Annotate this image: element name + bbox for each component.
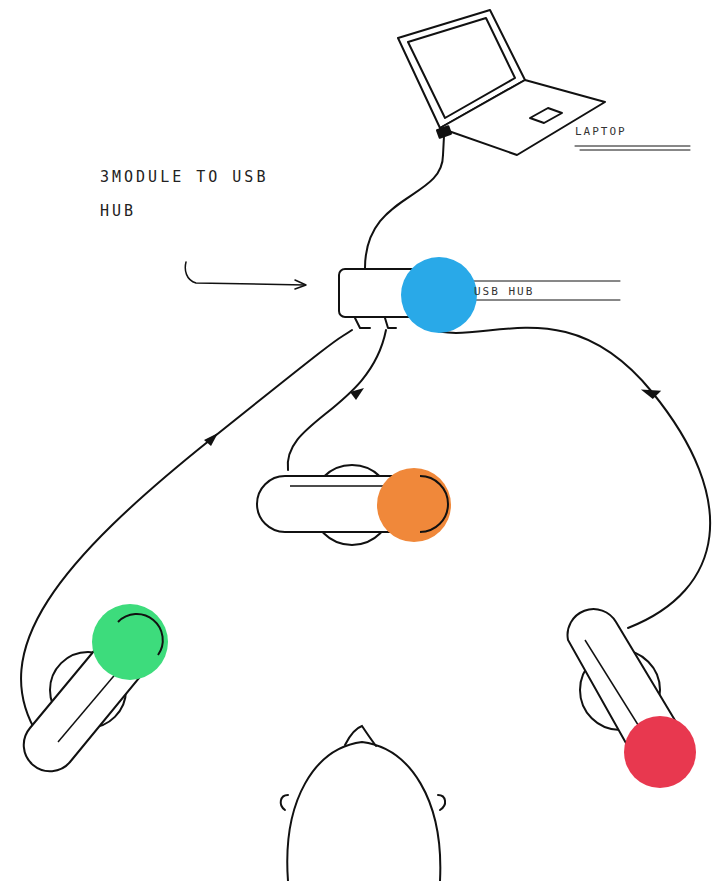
module-marker <box>624 716 696 788</box>
hub-marker <box>340 270 466 316</box>
usb-cable <box>365 155 443 268</box>
node-label: LAPTOP <box>575 125 690 139</box>
leader-line <box>185 262 305 285</box>
leader-arrowhead <box>295 280 306 289</box>
flow-arrowhead <box>350 388 364 400</box>
module-cable <box>288 330 386 470</box>
hub-marker-dot <box>401 257 477 333</box>
flow-arrowhead <box>204 433 218 446</box>
usb-hub-box: USB HUB <box>338 268 468 318</box>
laptop-touchpad <box>530 108 562 123</box>
module-marker <box>377 468 451 542</box>
node-label: USB HUB <box>474 285 624 299</box>
flow-arrowhead <box>639 386 661 401</box>
label-underline <box>575 146 690 150</box>
laptop-node: LAPTOP <box>395 5 695 155</box>
cable-line <box>365 155 443 268</box>
module-marker <box>92 604 168 680</box>
module-outline <box>118 614 163 655</box>
laptop-base <box>440 80 605 155</box>
user-head <box>281 726 445 881</box>
note-label: 3MODULE TO USB HUB <box>100 160 310 228</box>
laptop-cable <box>443 136 444 155</box>
module-cable <box>428 328 710 628</box>
module-outline <box>420 476 448 532</box>
